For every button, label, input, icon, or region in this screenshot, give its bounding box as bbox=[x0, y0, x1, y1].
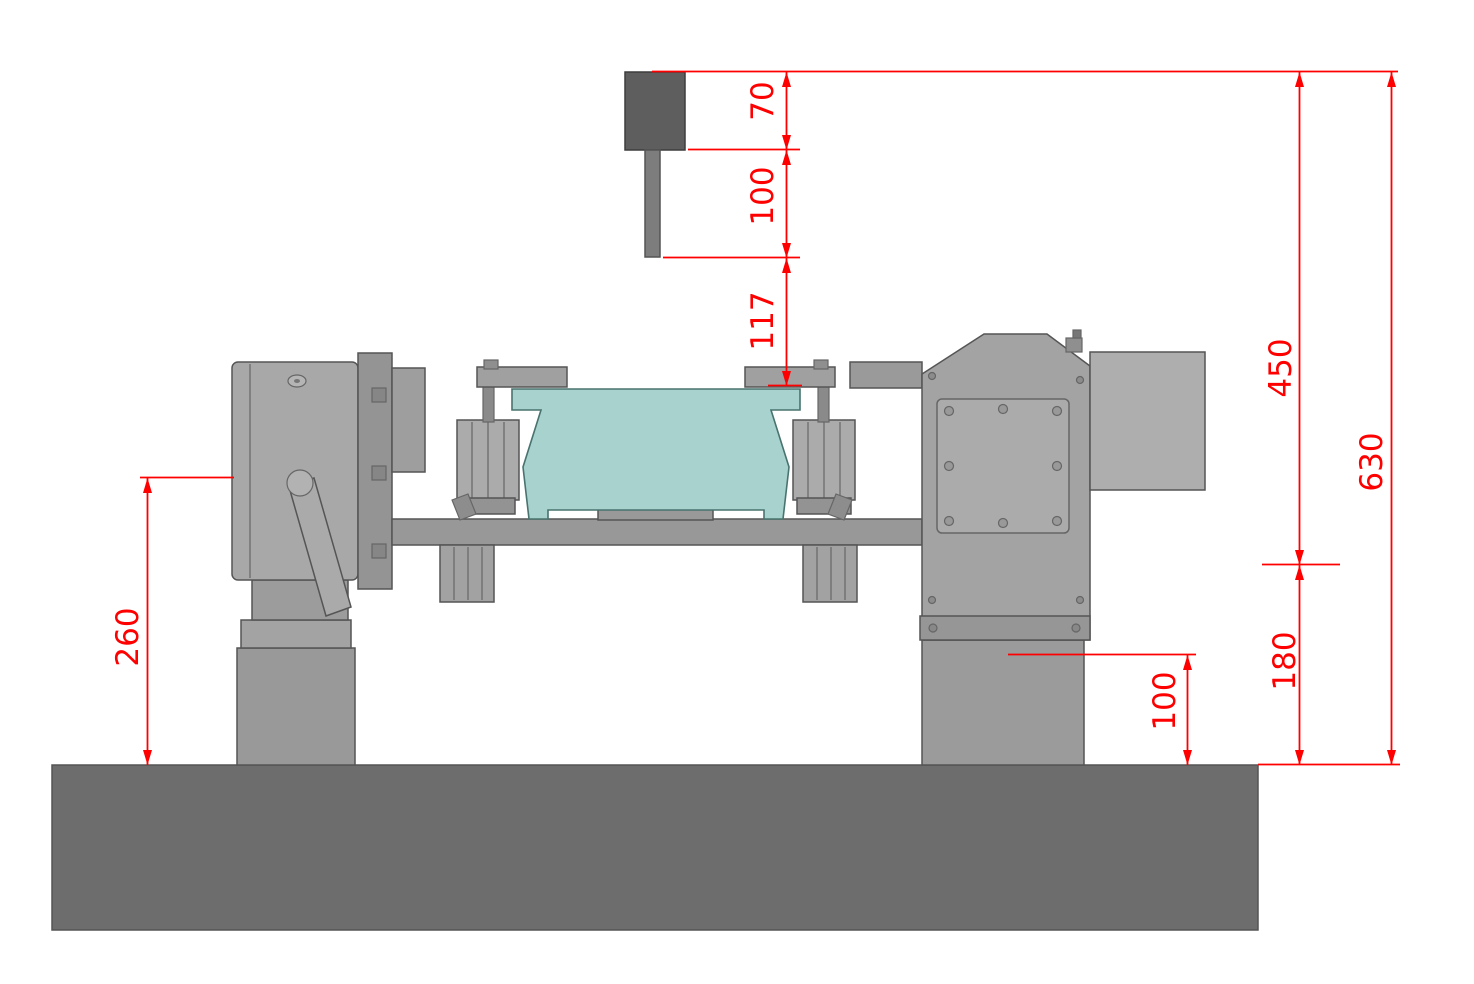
dimension-label-260: 260 bbox=[110, 607, 146, 666]
right-body-flange bbox=[919, 615, 1091, 641]
dimension-arrow bbox=[143, 478, 152, 493]
dimension-arrow bbox=[782, 72, 791, 87]
dimension-arrow bbox=[782, 258, 791, 273]
motor-block bbox=[1089, 351, 1206, 491]
left-pedestal-top bbox=[240, 619, 352, 649]
body-screw bbox=[927, 371, 937, 381]
dimension-label-100-bottom: 100 bbox=[1147, 671, 1183, 730]
right-pedestal bbox=[921, 639, 1085, 766]
body-screw bbox=[1075, 595, 1085, 605]
base-plate bbox=[51, 764, 1259, 931]
faceplate-bolt bbox=[371, 387, 387, 403]
dimension-arrow bbox=[1387, 750, 1396, 765]
dimension-arrow bbox=[1295, 550, 1304, 565]
dimension-arrow bbox=[782, 150, 791, 165]
dimension-arrow bbox=[782, 243, 791, 258]
center-fixture bbox=[391, 359, 923, 603]
dimension-arrow bbox=[1295, 565, 1304, 580]
body-screw bbox=[1075, 375, 1085, 385]
clamp-knob-left bbox=[483, 359, 499, 370]
clamp-latch-right bbox=[827, 493, 853, 521]
left-rotary-unit bbox=[231, 352, 426, 766]
left-pedestal bbox=[236, 647, 356, 766]
panel-screw bbox=[943, 515, 955, 527]
right-body-top-nub bbox=[1072, 329, 1082, 339]
clamp-rod-right bbox=[817, 385, 830, 423]
clamp-latch-left bbox=[451, 493, 477, 521]
clamp-rod-left bbox=[482, 385, 495, 423]
access-panel bbox=[936, 398, 1070, 534]
faceplate-bolt bbox=[371, 465, 387, 481]
panel-screw bbox=[997, 517, 1009, 529]
dimension-label-630: 630 bbox=[1354, 432, 1390, 491]
fixture-support-left bbox=[439, 544, 495, 603]
panel-screw bbox=[997, 403, 1009, 415]
dimension-arrow bbox=[782, 135, 791, 150]
faceplate-bolt bbox=[371, 543, 387, 559]
flange-screw bbox=[928, 623, 938, 633]
fixture-beam bbox=[391, 518, 923, 546]
clamp-arm-right bbox=[744, 366, 836, 388]
flange-screw bbox=[1071, 623, 1081, 633]
workpiece-rim bbox=[511, 388, 801, 520]
clamp-arm-left bbox=[476, 366, 568, 388]
right-rotary-unit bbox=[849, 329, 1206, 766]
panel-screw bbox=[943, 405, 955, 417]
dimension-arrow bbox=[782, 371, 791, 386]
dimension-label-100-top: 100 bbox=[745, 166, 781, 225]
dimension-arrow bbox=[1295, 750, 1304, 765]
panel-screw bbox=[1051, 515, 1063, 527]
right-bracket-bar bbox=[849, 361, 923, 389]
panel-screw bbox=[1051, 405, 1063, 417]
body-screw bbox=[927, 595, 937, 605]
chuck-boss-center bbox=[294, 379, 300, 383]
dimension-label-180: 180 bbox=[1267, 631, 1303, 690]
dimension-arrow bbox=[1183, 655, 1192, 670]
chuck-pin bbox=[286, 469, 314, 497]
clamp-knob-right bbox=[813, 359, 829, 370]
dimension-arrow bbox=[143, 750, 152, 765]
tool-spindle bbox=[624, 71, 686, 258]
panel-screw bbox=[1051, 460, 1063, 472]
dimension-label-117: 117 bbox=[745, 291, 781, 350]
right-body-top-fitting bbox=[1065, 337, 1083, 353]
dimension-annotations: 70 100 117 450 630 260 180 100 bbox=[110, 70, 1400, 766]
dimension-arrow bbox=[1295, 72, 1304, 87]
dimension-label-70: 70 bbox=[745, 81, 781, 120]
dimension-label-450: 450 bbox=[1263, 338, 1299, 397]
fixture-support-right bbox=[802, 544, 858, 603]
dimension-arrow bbox=[1183, 750, 1192, 765]
tool-shank bbox=[644, 149, 661, 258]
tool-holder bbox=[624, 71, 686, 151]
chuck-adapter-plate bbox=[391, 367, 426, 473]
dimension-arrow bbox=[1387, 72, 1396, 87]
panel-screw bbox=[943, 460, 955, 472]
